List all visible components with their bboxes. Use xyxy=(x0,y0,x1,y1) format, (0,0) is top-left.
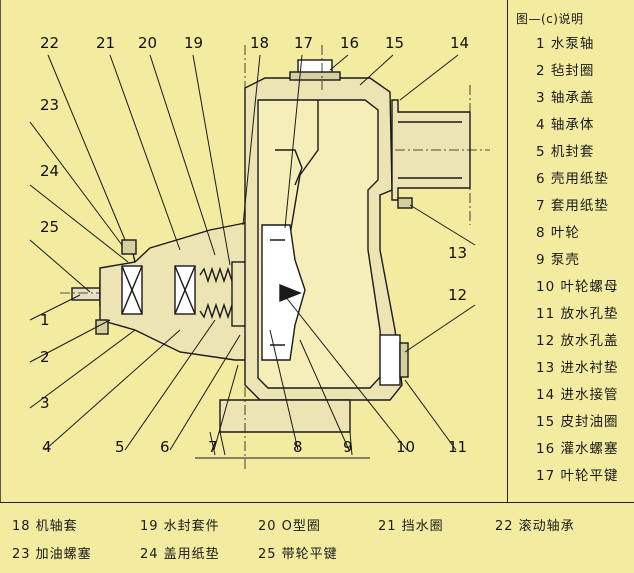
callout-21: 21 xyxy=(96,34,115,52)
legend-item: 12 放水孔盖 xyxy=(536,333,619,349)
legend-item: 3 轴承盖 xyxy=(536,90,595,106)
callout-8: 8 xyxy=(293,438,303,456)
legend-item: 1 水泵轴 xyxy=(536,36,595,52)
rolling-bearings xyxy=(121,265,196,315)
callout-1: 1 xyxy=(40,311,50,329)
legend-item: 13 进水衬垫 xyxy=(536,360,619,376)
legend-item: 15 皮封油圈 xyxy=(536,414,619,430)
callout-4: 4 xyxy=(42,438,52,456)
callout-2: 2 xyxy=(40,348,50,366)
pump-base xyxy=(195,399,370,459)
bottom-legend-item: 23 加油螺塞 xyxy=(12,547,92,562)
bottom-legend-item: 25 带轮平键 xyxy=(258,547,338,562)
callout-11: 11 xyxy=(448,438,467,456)
callout-9: 9 xyxy=(343,438,353,456)
legend-item: 16 灌水螺塞 xyxy=(536,441,619,457)
callout-numbers: 22 21 20 19 18 17 16 15 14 23 24 25 1 2 … xyxy=(40,34,469,456)
bottom-legend-item: 20 O型圈 xyxy=(258,519,321,534)
leader-lines xyxy=(29,54,476,451)
bottom-legend-item: 21 挡水圈 xyxy=(378,519,444,534)
callout-19: 19 xyxy=(184,34,203,52)
callout-12: 12 xyxy=(448,286,467,304)
legend-item: 2 毡封圈 xyxy=(536,63,595,79)
legend-item: 8 叶轮 xyxy=(536,225,580,241)
legend-item: 6 壳用纸垫 xyxy=(536,171,609,187)
callout-22: 22 xyxy=(40,34,59,52)
legend-item: 10 叶轮螺母 xyxy=(536,279,619,295)
drain-plug xyxy=(379,334,409,386)
callout-13: 13 xyxy=(448,244,467,262)
legend-item: 17 叶轮平键 xyxy=(536,468,619,484)
bottom-legend-item: 19 水封套件 xyxy=(140,519,220,534)
callout-25: 25 xyxy=(40,218,59,236)
legend-item: 11 放水孔垫 xyxy=(536,306,619,322)
legend-title: 图—(c)说明 xyxy=(516,12,584,26)
callout-5: 5 xyxy=(115,438,125,456)
bottom-parts-legend: 18 机轴套 19 水封套件 20 O型圈 21 挡水圈 22 滚动轴承 23 … xyxy=(0,502,634,573)
callout-24: 24 xyxy=(40,162,59,180)
callout-10: 10 xyxy=(396,438,415,456)
impeller xyxy=(261,224,306,361)
callout-20: 20 xyxy=(138,34,157,52)
bearing-housing xyxy=(95,221,251,361)
callout-14: 14 xyxy=(450,34,469,52)
callout-16: 16 xyxy=(340,34,359,52)
inlet-pipe xyxy=(391,99,490,209)
center-lines xyxy=(244,45,471,470)
legend-item: 9 泵壳 xyxy=(536,252,580,268)
callout-23: 23 xyxy=(40,96,59,114)
bottom-legend-item: 24 盖用纸垫 xyxy=(140,547,220,562)
callout-17: 17 xyxy=(294,34,313,52)
callout-7: 7 xyxy=(208,438,218,456)
priming-plug xyxy=(289,59,341,81)
parts-legend-panel: 图—(c)说明 1 水泵轴 2 毡封圈 3 轴承盖 4 轴承体 5 机封套 6 … xyxy=(507,0,634,502)
callout-3: 3 xyxy=(40,394,50,412)
legend-item: 5 机封套 xyxy=(536,144,595,160)
legend-item: 14 进水接管 xyxy=(536,387,619,403)
legend-item: 7 套用纸垫 xyxy=(536,198,609,214)
callout-18: 18 xyxy=(250,34,269,52)
callout-6: 6 xyxy=(160,438,170,456)
legend-item: 4 轴承体 xyxy=(536,117,595,133)
callout-15: 15 xyxy=(385,34,404,52)
bottom-legend-item: 22 滚动轴承 xyxy=(495,519,575,534)
bottom-legend-item: 18 机轴套 xyxy=(12,519,78,534)
